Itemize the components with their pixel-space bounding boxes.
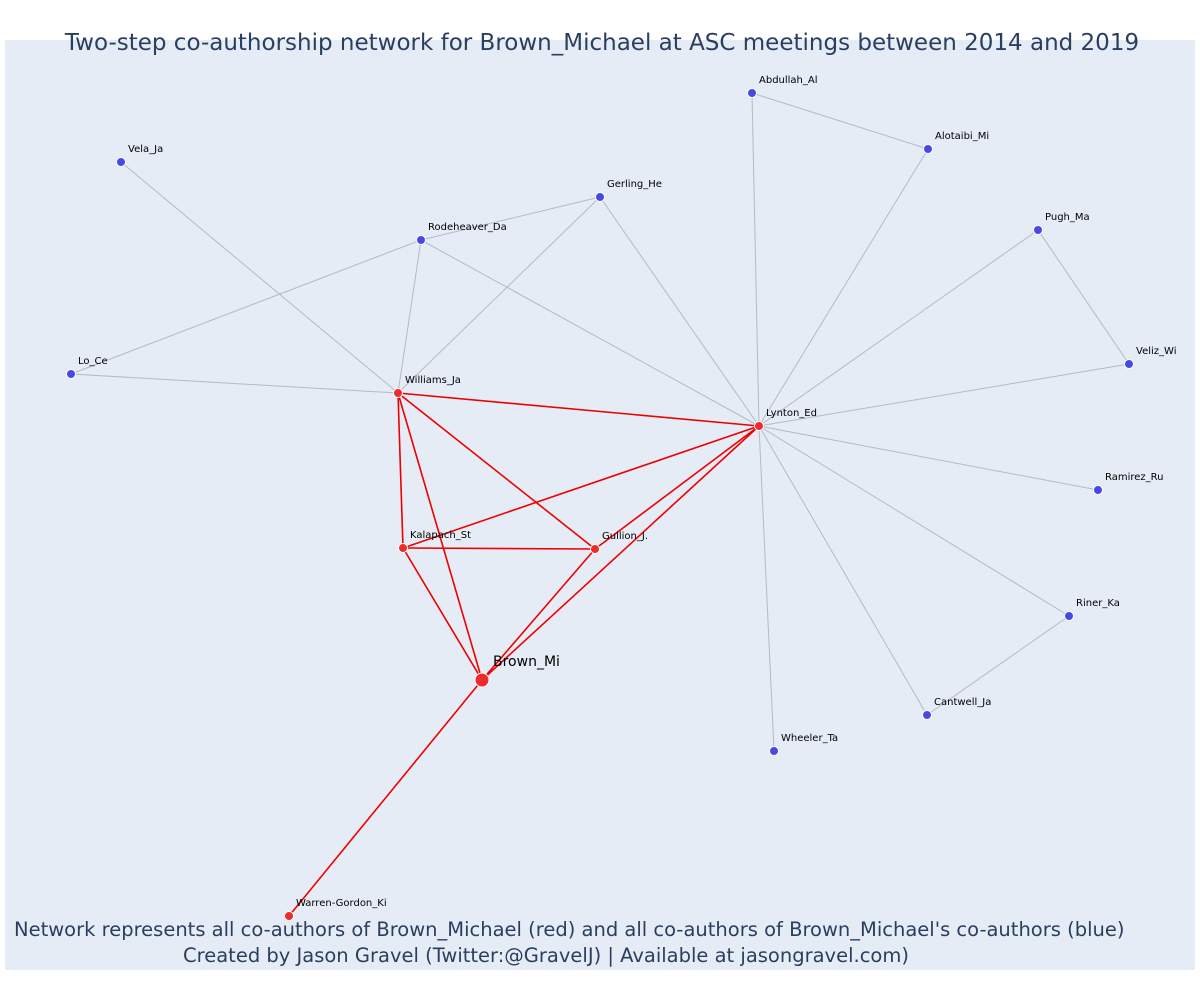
node-lo-ce[interactable] [66, 369, 76, 379]
node-label-gullion-j: Gullion_J. [602, 531, 648, 542]
node-label-veliz-wi: Veliz_Wi [1136, 346, 1176, 357]
edge-brown-mi-warren-gordon-ki [288, 679, 483, 917]
node-williams-ja[interactable] [393, 388, 403, 398]
node-gullion-j[interactable] [590, 544, 600, 554]
edge-kalapach-st-lynton-ed [402, 425, 760, 549]
edge-cantwell-ja-lynton-ed [758, 425, 928, 716]
node-label-warren-gordon-ki: Warren-Gordon_Ki [296, 898, 387, 909]
edge-brown-mi-gullion-j [481, 548, 596, 681]
node-label-riner-ka: Riner_Ka [1076, 598, 1120, 609]
edge-wheeler-ta-lynton-ed [758, 425, 775, 752]
node-label-gerling-he: Gerling_He [607, 179, 662, 190]
node-pugh-ma[interactable] [1033, 225, 1043, 235]
edge-vela-ja-williams-ja [120, 161, 399, 394]
chart-title: Two-step co-authorship network for Brown… [64, 30, 1140, 56]
node-kalapach-st[interactable] [398, 543, 408, 553]
edge-veliz-wi-lynton-ed [758, 363, 1130, 427]
edge-riner-ka-cantwell-ja [926, 615, 1070, 716]
node-vela-ja[interactable] [116, 157, 126, 167]
node-wheeler-ta[interactable] [769, 746, 779, 756]
node-label-wheeler-ta: Wheeler_Ta [781, 733, 838, 744]
node-label-abdullah-al: Abdullah_Al [759, 75, 818, 86]
node-label-rodeheaver-da: Rodeheaver_Da [428, 222, 507, 233]
node-abdullah-al[interactable] [747, 88, 757, 98]
nodes-layer [66, 88, 1134, 921]
node-label-ramirez-ru: Ramirez_Ru [1105, 472, 1164, 483]
edges-layer [70, 92, 1130, 917]
edge-ramirez-ru-lynton-ed [758, 425, 1099, 491]
edge-lo-ce-williams-ja [70, 373, 399, 394]
edge-riner-ka-lynton-ed [758, 425, 1070, 617]
edge-lo-ce-rodeheaver-da [70, 239, 422, 375]
edge-abdullah-al-lynton-ed [751, 92, 760, 427]
node-lynton-ed[interactable] [754, 421, 764, 431]
node-cantwell-ja[interactable] [922, 710, 932, 720]
node-label-alotaibi-mi: Alotaibi_Mi [935, 131, 989, 142]
node-gerling-he[interactable] [595, 192, 605, 202]
caption-line-1: Network represents all co-authors of Bro… [14, 918, 1125, 941]
edge-abdullah-al-alotaibi-mi [751, 92, 929, 150]
node-label-cantwell-ja: Cantwell_Ja [934, 697, 991, 708]
node-label-kalapach-st: Kalapach_St [410, 530, 471, 541]
node-warren-gordon-ki[interactable] [284, 911, 294, 921]
edge-rodeheaver-da-lynton-ed [420, 239, 760, 427]
node-label-pugh-ma: Pugh_Ma [1045, 212, 1090, 223]
edge-williams-ja-lynton-ed [397, 392, 760, 427]
edge-gerling-he-lynton-ed [599, 196, 760, 427]
node-alotaibi-mi[interactable] [923, 144, 933, 154]
node-label-brown-mi: Brown_Mi [493, 654, 560, 670]
edge-gerling-he-williams-ja [397, 196, 601, 394]
caption-line-2: Created by Jason Gravel (Twitter:@Gravel… [183, 944, 909, 967]
edge-williams-ja-gullion-j [397, 392, 596, 550]
node-rodeheaver-da[interactable] [416, 235, 426, 245]
edge-alotaibi-mi-lynton-ed [758, 148, 929, 427]
edge-brown-mi-lynton-ed [481, 425, 760, 681]
edge-brown-mi-williams-ja [397, 392, 483, 681]
node-label-vela-ja: Vela_Ja [128, 144, 163, 155]
edge-brown-mi-kalapach-st [402, 547, 483, 681]
node-brown-mi[interactable] [474, 672, 490, 688]
node-veliz-wi[interactable] [1124, 359, 1134, 369]
node-label-williams-ja: Williams_Ja [405, 375, 461, 386]
node-ramirez-ru[interactable] [1093, 485, 1103, 495]
edge-kalapach-st-gullion-j [402, 547, 596, 550]
node-label-lo-ce: Lo_Ce [78, 356, 108, 367]
edge-rodeheaver-da-gerling-he [420, 196, 601, 241]
edge-williams-ja-kalapach-st [397, 392, 404, 549]
edge-rodeheaver-da-williams-ja [397, 239, 422, 394]
node-riner-ka[interactable] [1064, 611, 1074, 621]
node-label-lynton-ed: Lynton_Ed [766, 408, 817, 419]
edge-gullion-j-lynton-ed [594, 425, 760, 550]
edge-pugh-ma-veliz-wi [1037, 229, 1130, 365]
edge-pugh-ma-lynton-ed [758, 229, 1039, 427]
